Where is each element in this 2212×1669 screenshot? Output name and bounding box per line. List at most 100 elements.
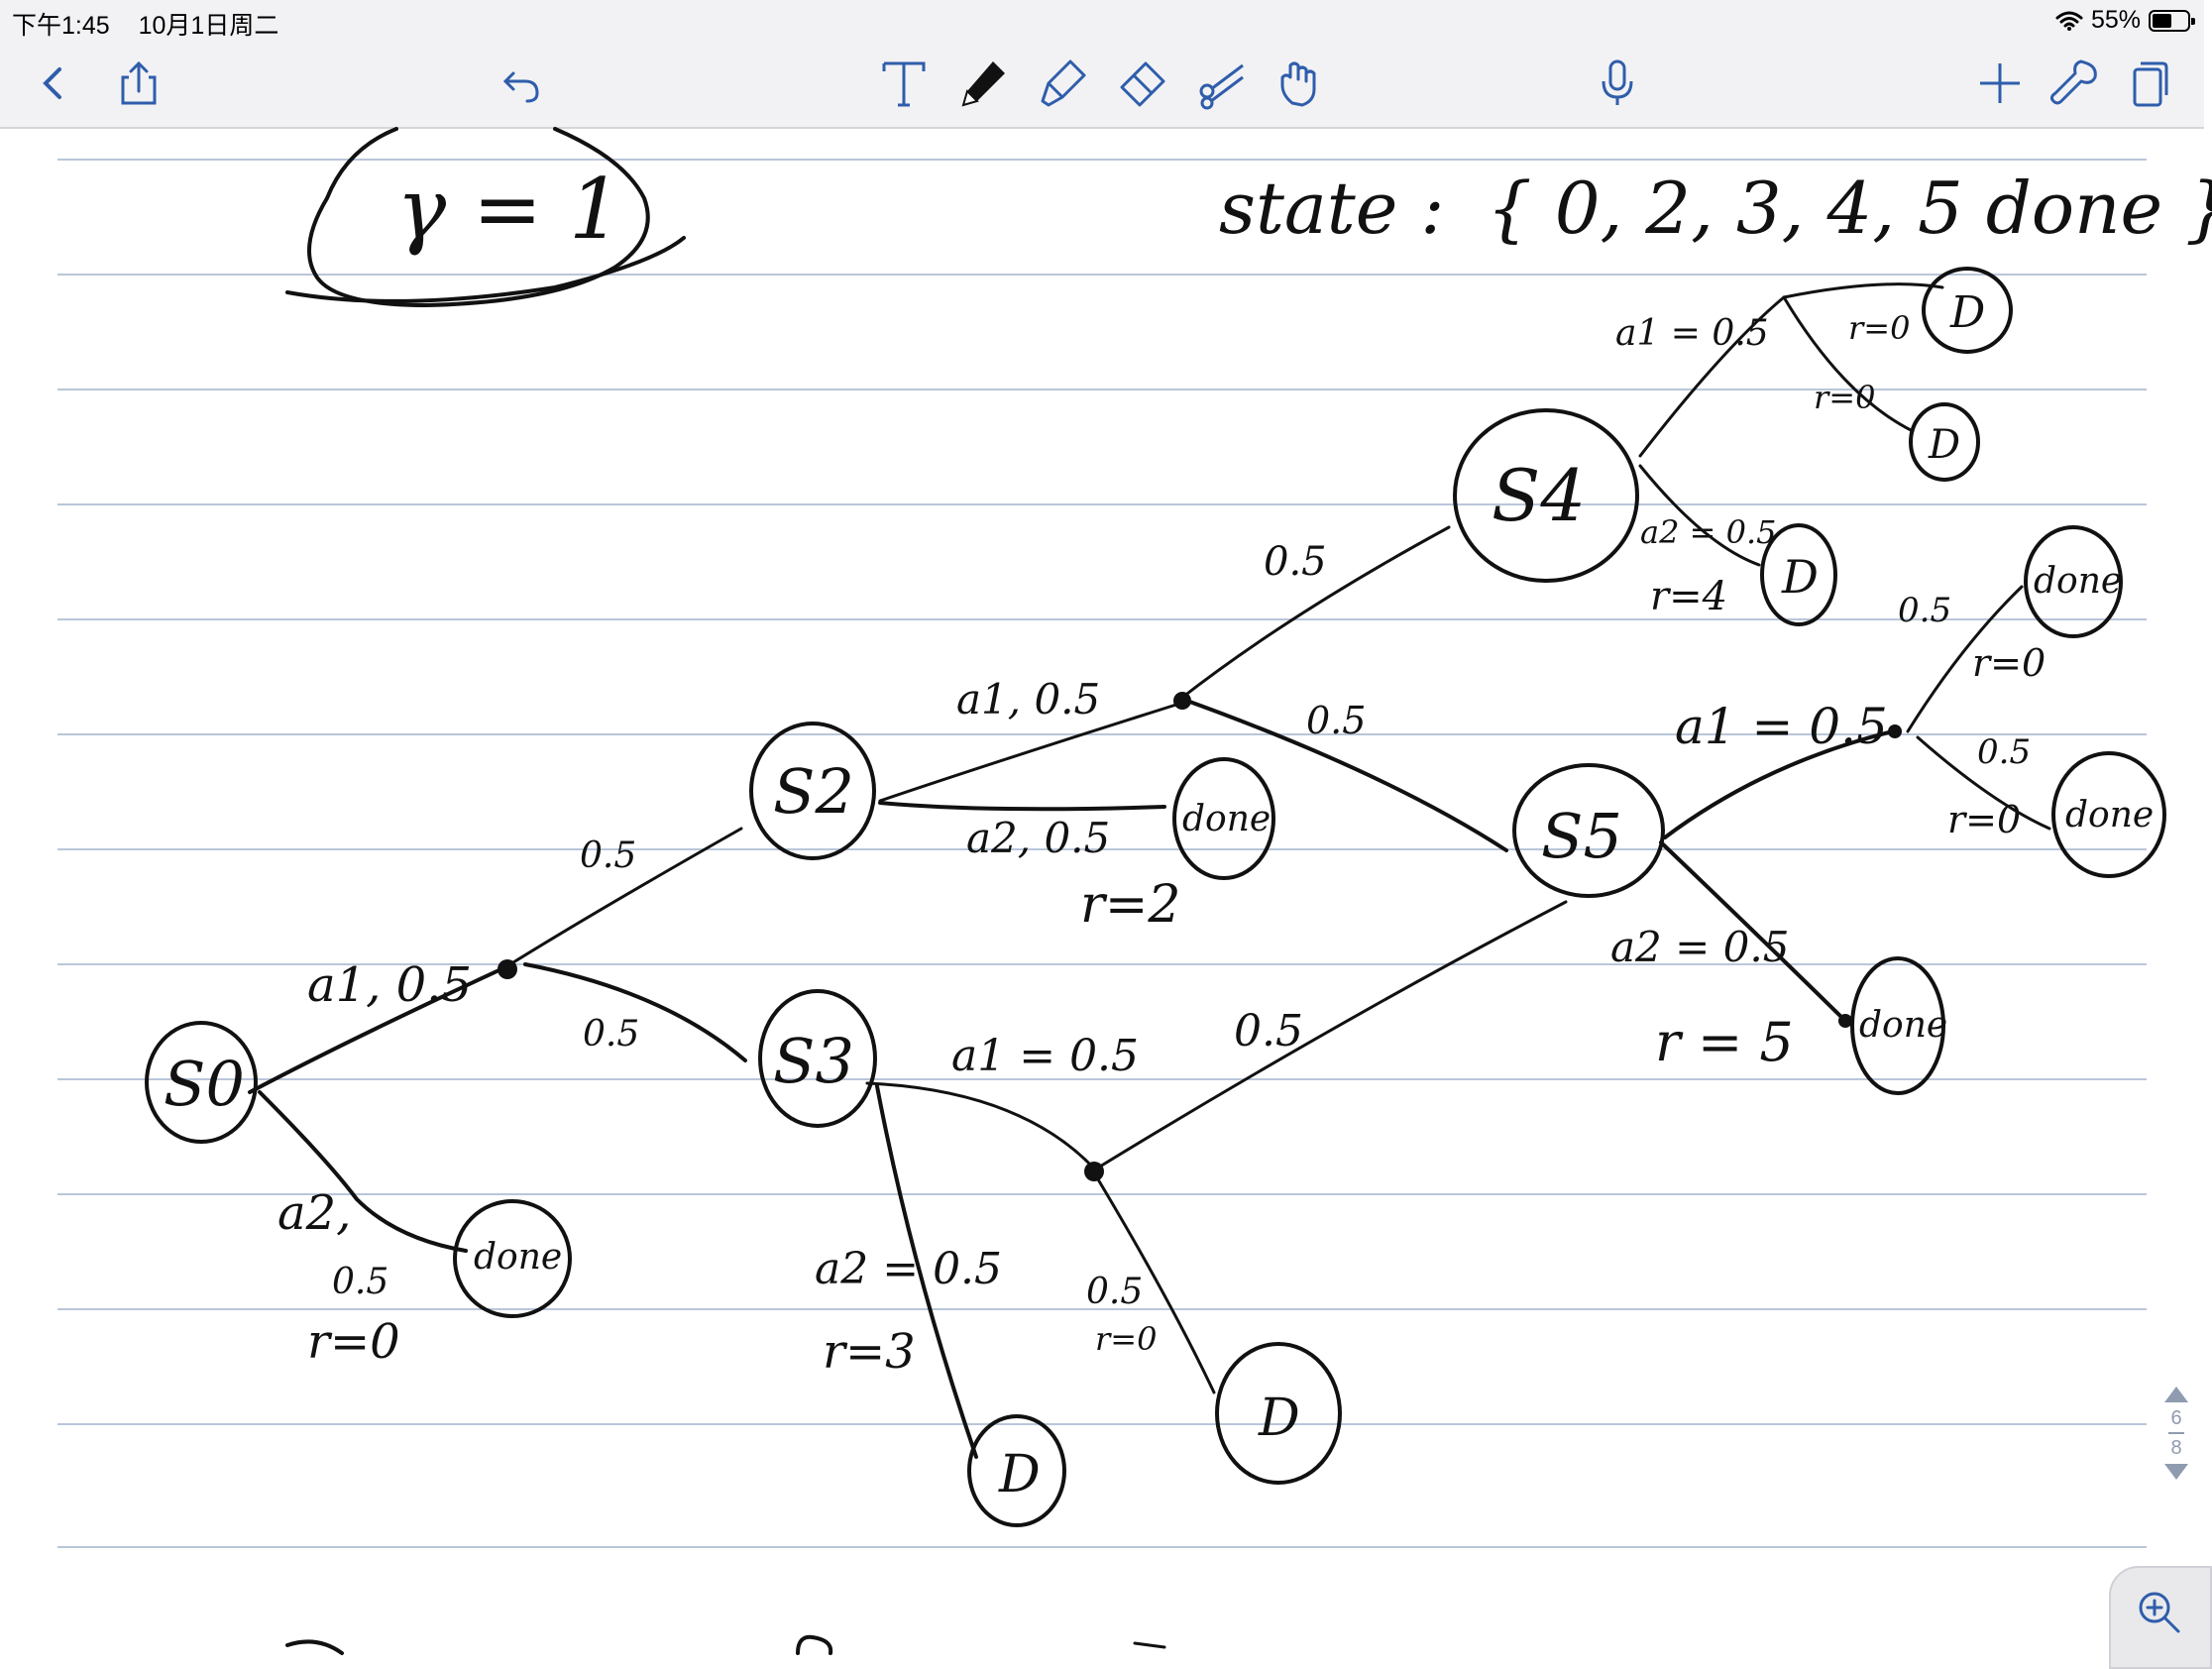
s2-a2-label: a2, 0.5 — [966, 814, 1110, 862]
done-label: done — [474, 1237, 562, 1278]
highlighter-button[interactable] — [1031, 52, 1094, 115]
s3-a2-label: a2 = 0.5 — [815, 1244, 1002, 1294]
edge-chance4-done2 — [1916, 735, 2051, 831]
ruled-line — [57, 274, 2147, 276]
chance-node — [1084, 1162, 1104, 1181]
gamma-label: γ = 1 — [396, 161, 621, 258]
d-label: D — [998, 1445, 1041, 1504]
status-right: 55% — [2055, 6, 2195, 35]
ruled-line — [57, 963, 2147, 965]
back-icon — [43, 67, 61, 99]
done-label: done — [2034, 561, 2122, 602]
add-icon — [1980, 63, 2020, 103]
gamma-underline — [285, 236, 686, 303]
partial-stroke — [796, 1634, 833, 1655]
edge-s5-chance4 — [1663, 729, 1895, 839]
done-node — [453, 1199, 572, 1318]
edge-s0-done — [258, 1090, 468, 1253]
s0-a1-label: a1, 0.5 — [307, 957, 472, 1013]
page-navigator: 6 8 — [2153, 1383, 2200, 1521]
handwriting-canvas: γ = 1 state : { 0, 2, 3, 4, 5 done } — [145, 127, 2212, 1655]
pages-icon — [2133, 61, 2168, 107]
state-s0-label: S0 — [164, 1048, 245, 1120]
zoom-in-icon — [2139, 1592, 2180, 1633]
prob-label: 0.5 — [1306, 699, 1366, 742]
highlighter-icon — [1041, 59, 1086, 107]
undo-icon — [502, 71, 539, 103]
terminal-node-d — [1909, 402, 1980, 482]
pages-button[interactable] — [2119, 52, 2182, 115]
back-button[interactable] — [22, 52, 85, 115]
zoom-button[interactable] — [2109, 1566, 2212, 1669]
battery-fill — [2153, 13, 2171, 28]
ruled-line — [57, 733, 2147, 735]
chance-node — [1888, 724, 1902, 738]
page-down-icon[interactable] — [2160, 1460, 2192, 1484]
hand-tool-button[interactable] — [1269, 52, 1332, 115]
add-button[interactable] — [1968, 52, 2032, 115]
eraser-button[interactable] — [1110, 52, 1173, 115]
share-icon — [121, 60, 157, 105]
edge-top-d2 — [1782, 295, 1915, 433]
state-node-s4 — [1453, 408, 1639, 583]
prob-label: 0.5 — [1898, 591, 1951, 630]
status-left: 下午1:45 10月1日周二 — [12, 6, 300, 42]
text-tool-icon — [882, 61, 926, 107]
prob-label: 0.5 — [1977, 732, 2031, 772]
note-page[interactable]: γ = 1 state : { 0, 2, 3, 4, 5 done } — [0, 127, 2212, 1655]
edge-chance2-s4 — [1177, 525, 1451, 702]
toolbar — [0, 40, 2204, 129]
tools-button[interactable] — [2044, 52, 2107, 115]
s2-a2-reward: r=2 — [1080, 875, 1181, 935]
edge-s2-chance2 — [878, 702, 1181, 803]
battery-icon — [2149, 9, 2195, 32]
terminal-node-d — [1760, 523, 1837, 626]
ruled-line — [57, 618, 2147, 620]
terminal-node-d — [967, 1414, 1066, 1527]
status-bar: 下午1:45 10月1日周二 55% — [0, 0, 2204, 40]
page-up-icon[interactable] — [2160, 1383, 2192, 1406]
done-node — [1850, 956, 1945, 1095]
microphone-icon — [1602, 59, 1633, 105]
edge-s5-done3 — [1659, 840, 1847, 1023]
s2-a1-label: a1, 0.5 — [956, 675, 1100, 723]
lasso-button[interactable] — [1189, 52, 1253, 115]
edge-chance1-s2 — [503, 827, 743, 969]
edge-s4-d-top — [1638, 295, 1786, 458]
state-node-s3 — [758, 989, 877, 1128]
text-tool-button[interactable] — [872, 52, 936, 115]
lasso-icon — [1199, 63, 1244, 110]
prob-label: 0.5 — [1234, 1006, 1303, 1057]
ruled-line — [57, 1546, 2147, 1548]
pen-tool-icon — [961, 61, 1005, 107]
edge-s4-d3 — [1638, 464, 1761, 567]
done-node — [2024, 525, 2123, 638]
state-values: { 0, 2, 3, 4, 5 done } — [1487, 167, 2212, 250]
pen-tool-button[interactable] — [951, 52, 1015, 115]
edge-s0-chance1 — [248, 965, 507, 1094]
current-page: 6 — [2170, 1407, 2182, 1429]
total-pages: 8 — [2170, 1437, 2182, 1459]
edge-chance2-s5 — [1182, 698, 1508, 852]
ruled-line — [57, 1423, 2147, 1425]
eraser-icon — [1120, 61, 1165, 107]
d-label: D — [1781, 550, 1819, 604]
s5-a1-label: a1 = 0.5 — [1675, 698, 1888, 755]
chance-node — [1173, 692, 1191, 710]
share-button[interactable] — [107, 52, 170, 115]
prob-label: 0.5 — [583, 1014, 639, 1055]
chance-node — [498, 959, 517, 979]
ruled-line — [57, 389, 2147, 390]
s0-a2-label: a2, — [277, 1185, 351, 1241]
state-s2-label: S2 — [773, 755, 854, 828]
ruled-line — [57, 1078, 2147, 1080]
d-label: D — [1949, 287, 1985, 338]
state-node-s0 — [145, 1021, 258, 1144]
microphone-button[interactable] — [1586, 52, 1649, 115]
s3-a2-reward: r=3 — [823, 1324, 916, 1380]
gamma-ellipse — [307, 127, 650, 307]
hand-icon — [1280, 61, 1316, 107]
s3-a1-label: a1 = 0.5 — [951, 1031, 1139, 1081]
edge-s3-d1 — [875, 1084, 978, 1459]
undo-button[interactable] — [490, 52, 553, 115]
